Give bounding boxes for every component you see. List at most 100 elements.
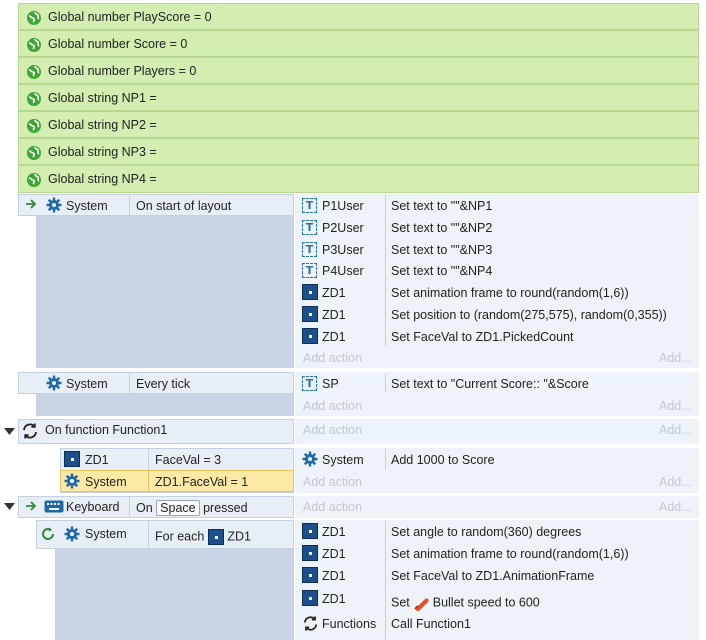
global-var-np3[interactable]: Global string NP3 = [18, 138, 699, 165]
add-more-link[interactable]: Add... [659, 399, 692, 413]
action-text[interactable]: Set text to "Current Score:: "&Score [391, 377, 589, 391]
action-text[interactable]: Call Function1 [391, 617, 471, 631]
condition-text[interactable]: ZD1.FaceVal = 1 [155, 475, 249, 489]
add-more-link[interactable]: Add... [659, 351, 692, 365]
condition-object-label[interactable]: ZD1 [85, 453, 109, 467]
condition-object-label[interactable]: System [66, 199, 108, 213]
action-object-label[interactable]: P3User [322, 243, 364, 257]
key-badge: Space [156, 500, 200, 516]
action-object-label[interactable]: ZD1 [322, 286, 346, 300]
add-more-link[interactable]: Add... [659, 475, 692, 489]
add-action-link[interactable]: Add action [303, 351, 363, 365]
selected-condition-row[interactable] [60, 470, 294, 492]
text-object-icon: T [302, 220, 317, 236]
action-text[interactable]: Set text to ""&NP1 [391, 199, 493, 213]
add-action-link[interactable]: Add action [303, 475, 363, 489]
function-subevent-actions [295, 448, 699, 493]
global-var-playscore[interactable]: Global number PlayScore = 0 [18, 3, 699, 30]
sprite-icon [64, 451, 80, 467]
action-text[interactable]: Add 1000 to Score [391, 453, 495, 467]
event-start-of-layout-condition-area[interactable] [36, 216, 294, 368]
event-keyboard-condition-row[interactable] [18, 496, 294, 518]
global-var-text: Global number Players = 0 [48, 64, 197, 78]
action-object-label[interactable]: P1User [322, 199, 364, 213]
sprite-icon [302, 284, 318, 300]
sprite-icon [302, 590, 318, 606]
condition-text[interactable]: On start of layout [136, 199, 232, 213]
action-text[interactable]: Set angle to random(360) degrees [391, 525, 582, 539]
function-header-row[interactable] [18, 419, 294, 444]
action-text[interactable]: Set animation frame to round(random(1,6)… [391, 547, 629, 561]
globe-icon [26, 37, 42, 53]
globe-icon [26, 91, 42, 107]
globe-icon [26, 64, 42, 80]
condition-pressed-text: pressed [203, 501, 248, 515]
for-each-condition-area[interactable] [55, 549, 294, 640]
text-object-icon: T [302, 198, 317, 214]
action-text[interactable]: Set text to ""&NP2 [391, 221, 493, 235]
sprite-icon [302, 567, 318, 583]
action-object-label[interactable]: ZD1 [322, 569, 346, 583]
action-text[interactable]: Set FaceVal to ZD1.PickedCount [391, 330, 574, 344]
text-object-icon: T [302, 242, 317, 258]
sprite-icon [302, 523, 318, 539]
divider [148, 449, 149, 470]
global-var-np2[interactable]: Global string NP2 = [18, 111, 699, 138]
action-text[interactable]: Set text to ""&NP3 [391, 243, 493, 257]
add-action-link[interactable]: Add action [303, 500, 363, 514]
add-more-link[interactable]: Add... [659, 423, 692, 437]
action-text[interactable]: Set position to (random(275,575), random… [391, 308, 667, 322]
condition-object-label[interactable]: System [66, 377, 108, 391]
global-var-players[interactable]: Global number Players = 0 [18, 57, 699, 84]
condition-object-label[interactable]: System [85, 475, 127, 489]
collapse-triangle-icon[interactable] [4, 426, 15, 437]
action-text[interactable]: Set animation frame to round(random(1,6)… [391, 286, 629, 300]
divider [148, 521, 149, 548]
global-var-np1[interactable]: Global string NP1 = [18, 84, 699, 111]
add-more-link[interactable]: Add... [659, 500, 692, 514]
global-var-text: Global string NP3 = [48, 145, 157, 159]
condition-text[interactable]: For each ZD1 [155, 529, 251, 545]
action-text[interactable]: Set text to ""&NP4 [391, 264, 493, 278]
divider [129, 195, 130, 215]
add-action-link[interactable]: Add action [303, 423, 363, 437]
trigger-arrow-icon [25, 198, 37, 210]
action-set-text: Set [391, 595, 410, 610]
divider [129, 497, 130, 517]
function-icon [21, 422, 39, 440]
condition-text[interactable]: FaceVal = 3 [155, 453, 222, 467]
action-text[interactable]: Set FaceVal to ZD1.AnimationFrame [391, 569, 595, 583]
text-object-icon: T [302, 376, 317, 392]
event-every-tick-condition-row[interactable] [18, 372, 294, 394]
sprite-icon [302, 306, 318, 322]
condition-object-label[interactable]: System [85, 527, 127, 541]
action-object-label[interactable]: System [322, 453, 364, 467]
collapse-triangle-icon[interactable] [4, 501, 15, 512]
event-every-tick-condition-area[interactable] [36, 394, 294, 416]
condition-text[interactable]: Every tick [136, 377, 191, 391]
action-object-label[interactable]: P2User [322, 221, 364, 235]
condition-text[interactable]: On Space pressed [136, 500, 248, 516]
gear-icon [46, 197, 62, 213]
gear-icon [64, 526, 80, 542]
action-object-label[interactable]: ZD1 [322, 308, 346, 322]
action-object-label[interactable]: ZD1 [322, 525, 346, 539]
action-object-label[interactable]: ZD1 [322, 330, 346, 344]
global-var-score[interactable]: Global number Score = 0 [18, 30, 699, 57]
gear-icon [302, 451, 318, 467]
action-object-label[interactable]: ZD1 [322, 592, 346, 606]
function-title[interactable]: On function Function1 [45, 423, 168, 437]
action-object-label[interactable]: Functions [322, 617, 377, 631]
bullet-icon [413, 595, 429, 611]
event-start-of-layout-condition-row[interactable] [18, 194, 294, 216]
action-object-label[interactable]: ZD1 [322, 547, 346, 561]
action-text[interactable]: Set Bullet speed to 600 [391, 595, 540, 611]
divider [385, 373, 386, 393]
action-object-label[interactable]: P4User [322, 264, 364, 278]
action-object-label[interactable]: SP [322, 377, 339, 391]
condition-object-label[interactable]: Keyboard [66, 500, 120, 514]
divider [385, 521, 386, 640]
sprite-icon [302, 545, 318, 561]
add-action-link[interactable]: Add action [303, 399, 363, 413]
global-var-np4[interactable]: Global string NP4 = [18, 165, 699, 193]
